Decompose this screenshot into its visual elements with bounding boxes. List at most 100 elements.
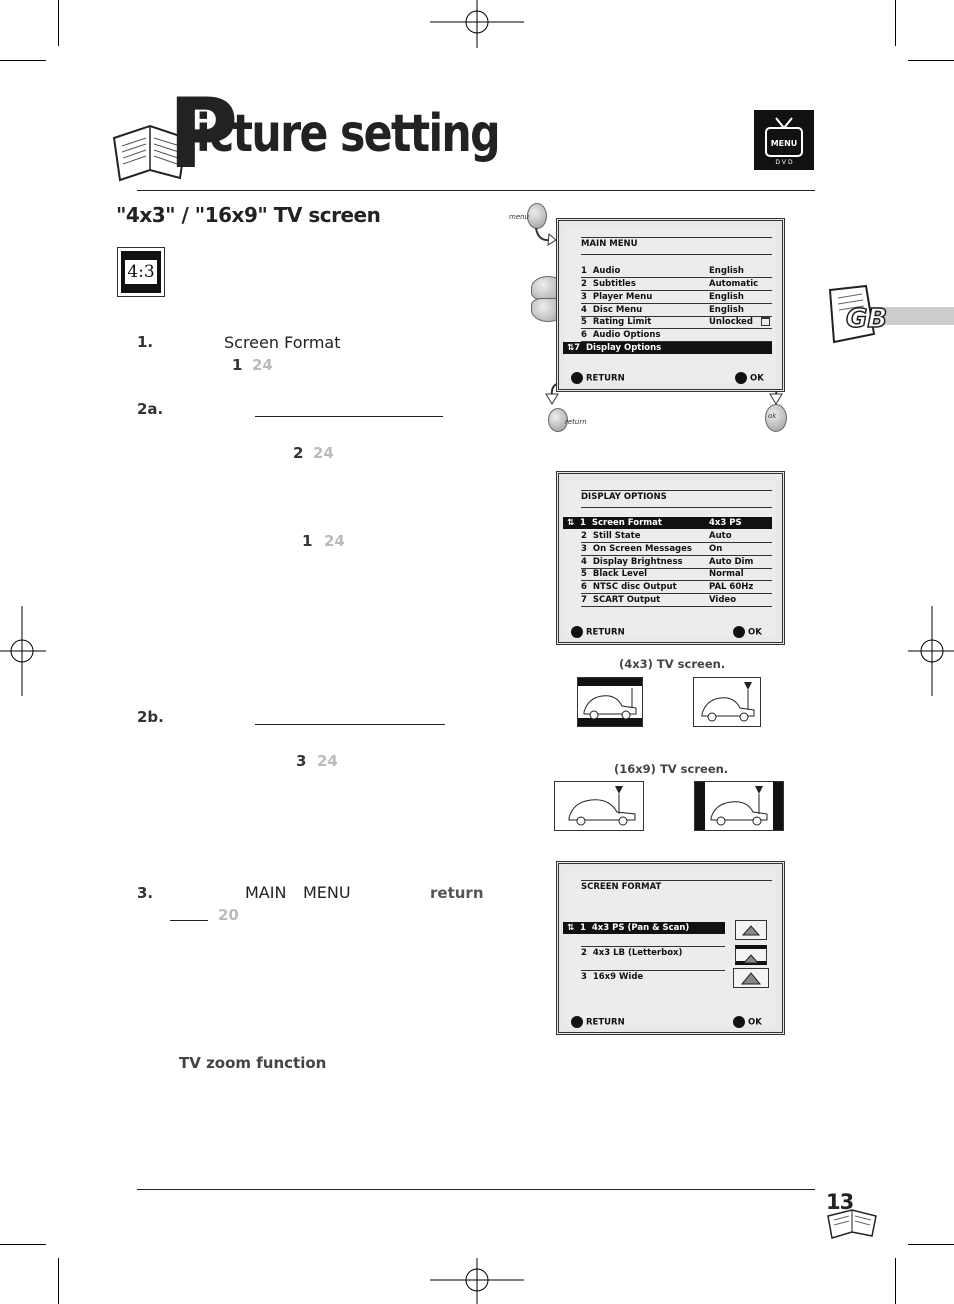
ok-hint: OK bbox=[735, 372, 764, 384]
ok-button[interactable] bbox=[765, 404, 787, 432]
divider bbox=[581, 507, 772, 508]
registration-mark-icon bbox=[0, 606, 46, 696]
open-book-icon bbox=[827, 1209, 877, 1239]
crop-mark bbox=[895, 1258, 896, 1304]
car-widescreen-thumbnail bbox=[554, 781, 644, 831]
return-icon bbox=[571, 372, 583, 384]
divider bbox=[581, 237, 772, 238]
book-tab-icon bbox=[828, 284, 876, 344]
menu-item[interactable]: 2 4x3 LB (Letterbox) bbox=[581, 948, 683, 958]
svg-text:MENU: MENU bbox=[771, 139, 798, 148]
letterbox-format-icon bbox=[735, 945, 767, 965]
crop-mark bbox=[895, 0, 896, 46]
car-icon bbox=[568, 786, 636, 826]
menu-item-selected[interactable]: ⇅ 1 Screen Format 4x3 PS bbox=[563, 517, 772, 529]
page-ref: 24 bbox=[252, 356, 273, 374]
divider bbox=[581, 254, 772, 255]
page-title-initial: P bbox=[168, 78, 238, 190]
unlock-icon bbox=[761, 317, 770, 326]
menu-item[interactable]: 2 Subtitles Automatic bbox=[581, 278, 772, 291]
main-menu-screen: MAIN MENU 1 Audio English 2 Subtitles Au… bbox=[556, 218, 785, 392]
menu-item[interactable]: 7 SCART Output Video bbox=[581, 594, 772, 607]
car-icon bbox=[710, 786, 768, 826]
step-keyword: MAIN bbox=[245, 883, 287, 902]
ok-icon bbox=[735, 372, 747, 384]
divider bbox=[581, 880, 772, 881]
menu-item[interactable]: 3 Player Menu English bbox=[581, 291, 772, 304]
updown-arrows-icon: ⇅ bbox=[567, 343, 575, 353]
page-ref: 24 bbox=[313, 444, 334, 462]
open-book-icon bbox=[112, 124, 188, 182]
screen-format-screen: SCREEN FORMAT ⇅ 1 4x3 PS (Pan & Scan) 2 … bbox=[556, 861, 785, 1035]
car-icon bbox=[701, 682, 755, 722]
crop-mark bbox=[58, 0, 59, 46]
step-number: 3. bbox=[137, 884, 154, 902]
step-keyword: Screen Format bbox=[224, 333, 341, 352]
menu-item[interactable]: 5 Rating Limit Unlocked bbox=[581, 316, 772, 329]
caption-16x9: (16x9) TV screen. bbox=[614, 762, 729, 776]
return-hint: RETURN bbox=[571, 626, 625, 638]
return-icon bbox=[571, 1016, 583, 1028]
tv-menu-icon: MENU D V D bbox=[765, 117, 803, 166]
registration-mark-icon bbox=[908, 606, 954, 696]
menu-item[interactable]: 6 Audio Options bbox=[581, 329, 772, 342]
menu-title: MAIN MENU bbox=[581, 239, 638, 249]
ok-icon bbox=[733, 626, 745, 638]
ok-hint: OK bbox=[733, 1016, 762, 1028]
menu-item-selected[interactable]: ⇅ 1 4x3 PS (Pan & Scan) bbox=[563, 922, 725, 934]
return-button[interactable] bbox=[548, 408, 568, 432]
step-ref: 3 bbox=[296, 752, 307, 770]
updown-arrows-icon: ⇅ bbox=[567, 518, 575, 528]
step-keyword: MENU bbox=[303, 883, 351, 902]
car-panscan-thumbnail bbox=[693, 677, 761, 727]
underline bbox=[170, 920, 208, 921]
menu-tv-logo: MENU D V D bbox=[754, 110, 814, 170]
page-ref: 20 bbox=[218, 906, 239, 924]
page-ref: 24 bbox=[324, 532, 345, 550]
menu-item-selected[interactable]: ⇅7 Display Options bbox=[563, 342, 772, 354]
crop-mark bbox=[0, 60, 46, 61]
registration-mark-icon bbox=[430, 0, 524, 48]
caption-4x3: (4x3) TV screen. bbox=[619, 657, 726, 671]
menu-item[interactable]: 6 NTSC disc Output PAL 60Hz bbox=[581, 581, 772, 594]
divider bbox=[581, 970, 725, 971]
step-keyword: return bbox=[430, 884, 484, 902]
divider bbox=[581, 490, 772, 491]
step-ref: 1 bbox=[232, 356, 243, 374]
menu-item[interactable]: 3 On Screen Messages On bbox=[581, 543, 772, 556]
ok-hint: OK bbox=[733, 626, 762, 638]
menu-item[interactable]: 4 Disc Menu English bbox=[581, 304, 772, 317]
divider bbox=[581, 946, 725, 947]
menu-title: DISPLAY OPTIONS bbox=[581, 492, 667, 502]
car-letterbox-thumbnail bbox=[577, 677, 643, 727]
language-tab-label: GB bbox=[845, 303, 888, 335]
return-icon bbox=[571, 626, 583, 638]
format-badge-label: 4:3 bbox=[125, 260, 157, 284]
car-icon bbox=[583, 688, 637, 720]
menu-title: SCREEN FORMAT bbox=[581, 882, 662, 892]
step-ref: 1 bbox=[302, 532, 313, 550]
menu-item[interactable]: 1 Audio English bbox=[581, 265, 772, 278]
crop-mark bbox=[908, 60, 954, 61]
step-number: 2a. bbox=[137, 400, 164, 418]
menu-item[interactable]: 3 16x9 Wide bbox=[581, 972, 644, 982]
page-ref: 24 bbox=[317, 752, 338, 770]
panscan-format-icon bbox=[735, 920, 767, 940]
step-number: 2b. bbox=[137, 708, 164, 726]
menu-item[interactable]: 2 Still State Auto bbox=[581, 530, 772, 543]
arrow-icon bbox=[535, 227, 557, 246]
registration-mark-icon bbox=[430, 1258, 524, 1304]
svg-text:D V D: D V D bbox=[775, 159, 793, 166]
car-pillarbox-thumbnail bbox=[694, 781, 784, 831]
display-options-screen: DISPLAY OPTIONS ⇅ 1 Screen Format 4x3 PS… bbox=[556, 471, 785, 645]
return-hint: RETURN bbox=[571, 372, 625, 384]
step-ref: 2 bbox=[293, 444, 304, 462]
return-button-label: return bbox=[565, 418, 587, 426]
footer-rule bbox=[137, 1189, 815, 1190]
menu-item[interactable]: 4 Display Brightness Auto Dim bbox=[581, 556, 772, 569]
return-hint: RETURN bbox=[571, 1016, 625, 1028]
menu-button-label: menu bbox=[509, 213, 529, 221]
underline bbox=[255, 416, 443, 417]
format-badge: 4:3 bbox=[117, 247, 165, 297]
menu-item[interactable]: 5 Black Level Normal bbox=[581, 568, 772, 581]
